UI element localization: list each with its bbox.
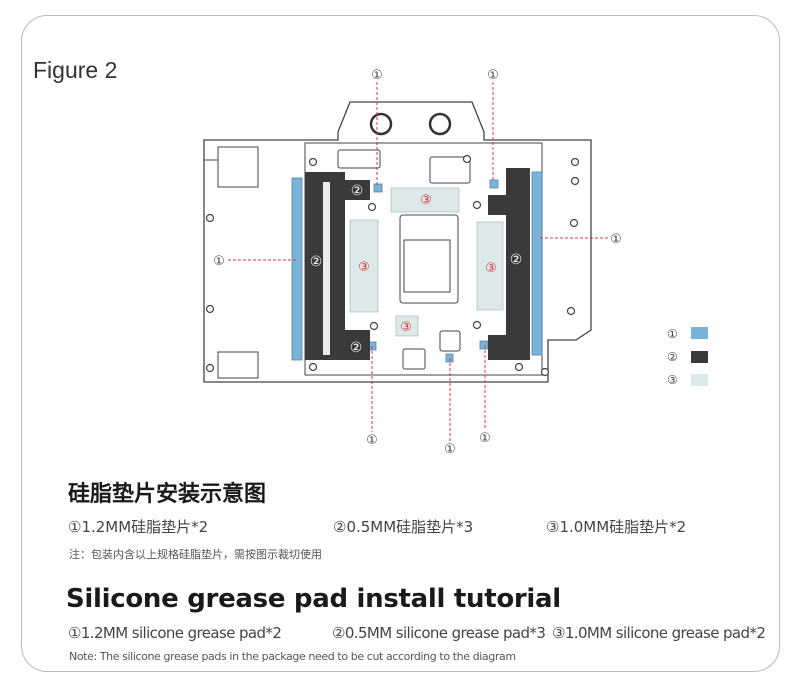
callout-three-bottom: ③	[400, 320, 412, 335]
callout-one-bottom-left: ①	[366, 433, 378, 448]
callouts-two: ② ② ② ②	[310, 183, 523, 356]
callout-two-left: ②	[310, 254, 323, 270]
callouts-three: ③ ③ ③ ③	[358, 193, 497, 335]
bottom-slot-1	[402, 348, 426, 370]
legend-swatch-light	[691, 374, 708, 386]
callout-three-left: ③	[358, 260, 370, 275]
callout-three-right: ③	[485, 261, 497, 276]
die-outer	[399, 214, 459, 304]
english-note: Note: The silicone grease pads in the pa…	[69, 650, 516, 663]
callout-one-left: ①	[213, 254, 225, 269]
callout-one-right: ①	[610, 232, 622, 247]
dark-pad-right	[488, 168, 530, 360]
content-card	[21, 15, 780, 672]
legend: ① ② ③	[667, 327, 708, 387]
callout-three-top: ③	[420, 193, 432, 208]
english-item-3: ③1.0MM silicone grease pad*2	[552, 624, 766, 642]
chinese-item-1: ①1.2MM硅脂垫片*2	[68, 518, 209, 536]
light-pads	[349, 187, 504, 337]
legend-marker-2: ②	[667, 350, 678, 364]
callout-two-bottom: ②	[350, 340, 363, 356]
port-left	[369, 112, 393, 136]
legend-swatch-dark	[691, 351, 708, 363]
legend-marker-3: ③	[667, 373, 678, 387]
bottom-slot-2	[439, 330, 461, 352]
english-title: Silicone grease pad install tutorial	[66, 584, 561, 614]
chinese-item-3: ③1.0MM硅脂垫片*2	[546, 518, 687, 536]
callouts-one: ① ① ① ① ① ① ①	[213, 68, 622, 457]
callout-two-top: ②	[351, 183, 364, 199]
chinese-note: 注：包装内含以上规格硅脂垫片，需按图示裁切使用	[69, 548, 322, 561]
waterblock-diagram: ① ① ① ① ① ① ① ② ② ② ② ③ ③ ③ ③ ① ② ③	[203, 68, 708, 457]
callout-two-right: ②	[510, 252, 523, 268]
english-item-1: ①1.2MM silicone grease pad*2	[68, 624, 282, 642]
callout-one-bottom-mid: ①	[444, 442, 456, 457]
callout-one-top-right: ①	[487, 68, 499, 83]
chinese-item-2: ②0.5MM硅脂垫片*3	[333, 518, 474, 536]
callout-one-bottom-right: ①	[479, 431, 491, 446]
chinese-title: 硅脂垫片安装示意图	[68, 482, 267, 507]
dark-pad-left-highlight	[323, 182, 330, 355]
screw-holes	[205, 154, 580, 377]
legend-marker-1: ①	[667, 327, 678, 341]
leader-lines	[228, 82, 608, 441]
legend-swatch-blue	[691, 327, 708, 339]
left-bottom-slot	[217, 351, 259, 379]
top-slot-2	[429, 156, 471, 184]
callout-one-top-left: ①	[371, 68, 383, 83]
port-right	[428, 112, 452, 136]
top-slot	[337, 149, 381, 169]
die-inner	[403, 239, 451, 293]
dark-pad-left	[305, 172, 370, 360]
left-side-slot	[217, 146, 259, 188]
english-item-2: ②0.5MM silicone grease pad*3	[332, 624, 546, 642]
figure-label: Figure 2	[33, 57, 118, 83]
